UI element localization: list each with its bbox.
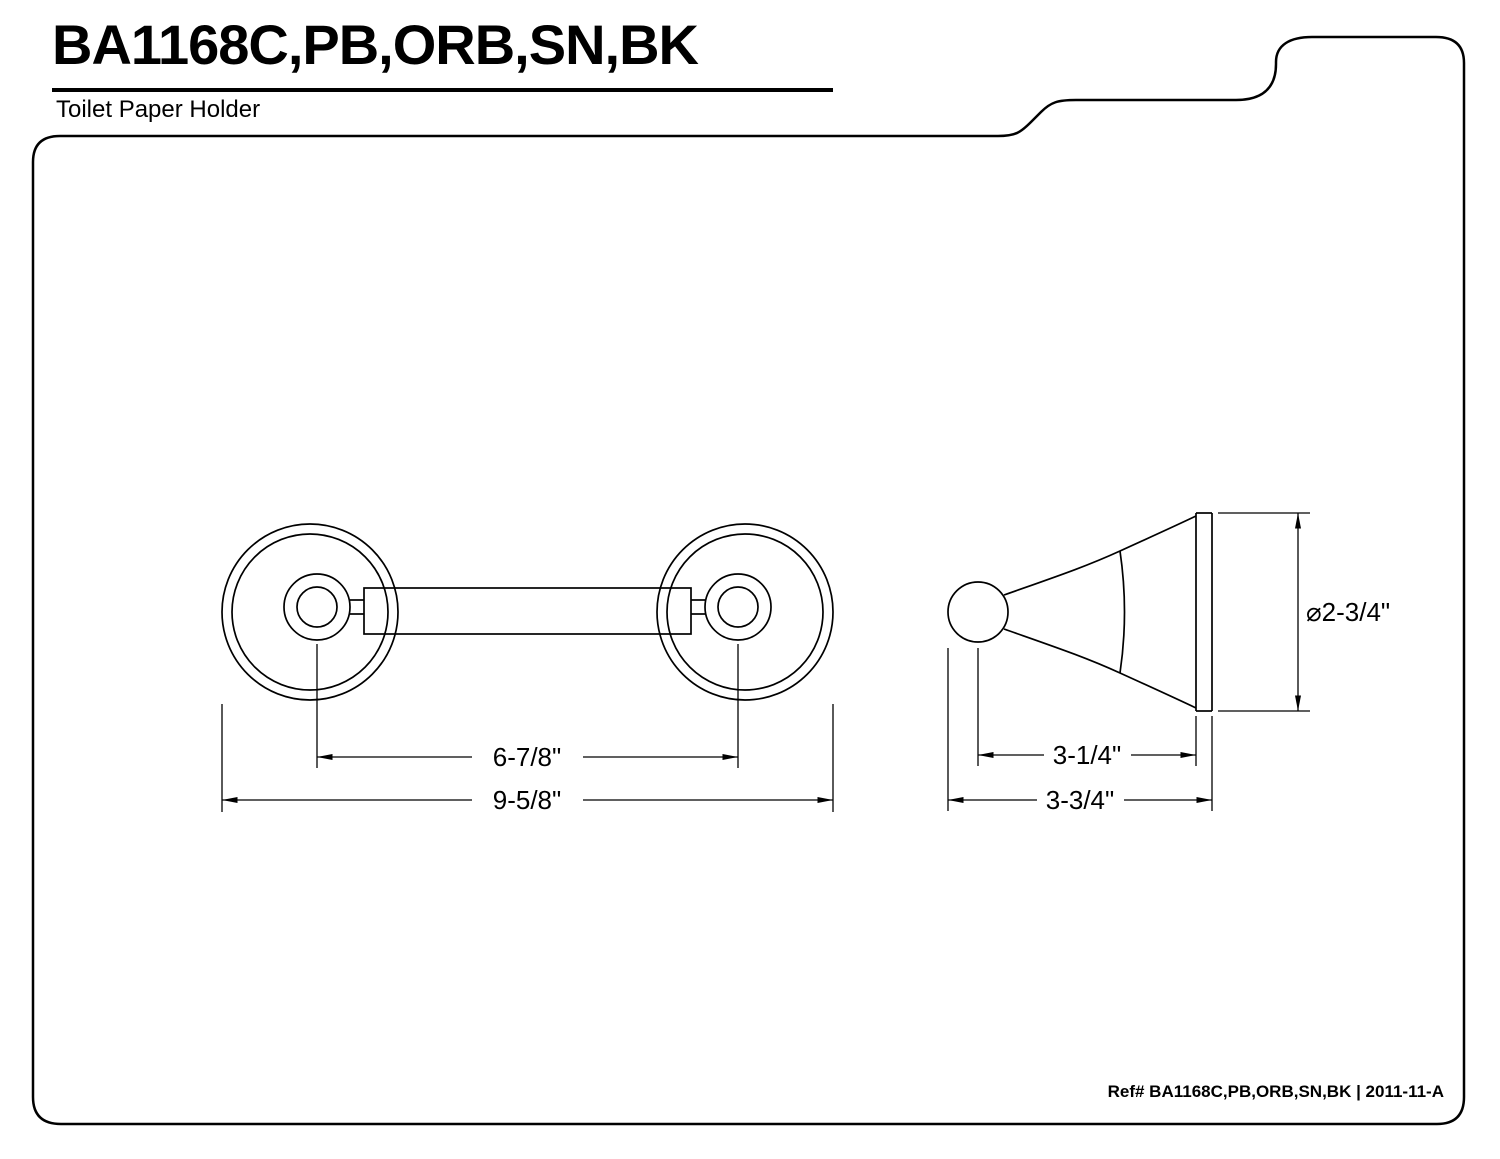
page-subtitle: Toilet Paper Holder (56, 96, 261, 123)
front-view (221, 523, 834, 701)
dim-post-projection: 3-1/4" (977, 648, 1197, 770)
reference-label: Ref# BA1168C,PB,ORB,SN,BK | 2011-11-A (1107, 1082, 1444, 1101)
left-post-hub-inner (296, 586, 338, 628)
post-profile-lower (1003, 628, 1197, 709)
side-view (947, 512, 1213, 712)
right-post-hub-outer (704, 573, 772, 641)
post-ridge-line (1119, 550, 1126, 674)
roller-bar (363, 587, 692, 635)
dim-overall-projection-label: 3-3/4" (1046, 785, 1115, 815)
dim-overall-width-label: 9-5/8" (493, 785, 562, 815)
page-title: BA1168C,PB,ORB,SN,BK (52, 13, 699, 76)
dim-flange-diameter: ⌀2-3/4" (1218, 512, 1390, 712)
sheet-border (31, 35, 1466, 1126)
dim-post-spacing-label: 6-7/8" (493, 742, 562, 772)
dim-post-spacing: 6-7/8" (316, 644, 739, 772)
title-underline (52, 88, 833, 92)
left-post-hub-outer (283, 573, 351, 641)
left-flange-inner-circle (231, 533, 389, 691)
right-flange-outer-circle (656, 523, 834, 701)
dim-flange-diameter-label: ⌀2-3/4" (1306, 597, 1390, 627)
right-flange-inner-circle (666, 533, 824, 691)
dim-post-projection-label: 3-1/4" (1053, 740, 1122, 770)
right-post-hub-inner (717, 586, 759, 628)
left-flange-outer-circle (221, 523, 399, 701)
post-profile-upper (1003, 515, 1197, 596)
dim-overall-projection: 3-3/4" (947, 648, 1213, 815)
ball-finial (947, 581, 1009, 643)
dim-overall-width: 9-5/8" (221, 704, 834, 815)
